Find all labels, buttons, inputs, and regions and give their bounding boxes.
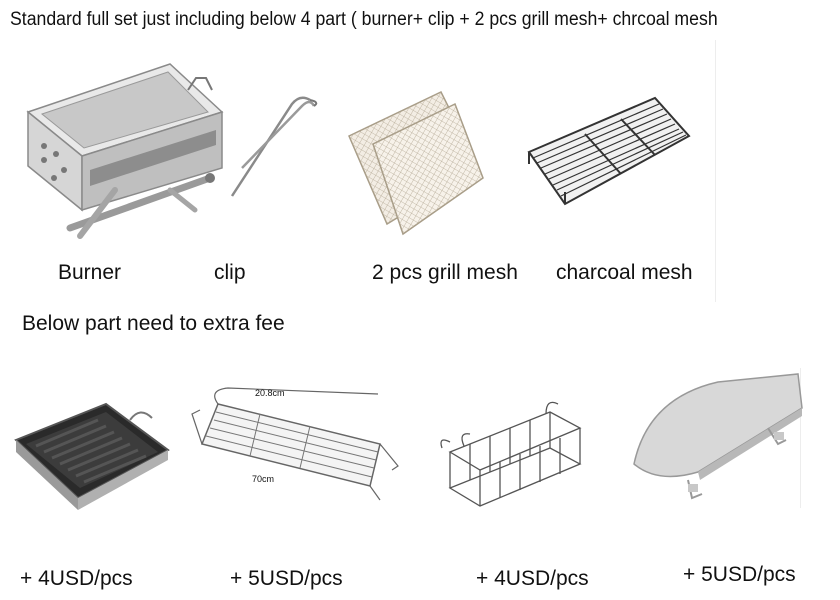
long-rack-price: + 5USD/pcs — [230, 567, 343, 590]
griddle-plate-image — [633, 373, 803, 500]
rack-length-label: 70cm — [252, 474, 275, 484]
burner-image — [26, 63, 224, 239]
burner-label: Burner — [58, 261, 122, 284]
long-rack-image — [191, 387, 399, 501]
page-title: Standard full set just including below 4… — [10, 9, 718, 30]
clip-label: clip — [214, 261, 246, 284]
baking-tray-image — [14, 402, 170, 510]
baking-tray-price: + 4USD/pcs — [20, 567, 133, 590]
divider — [800, 368, 801, 508]
wire-basket-price: + 4USD/pcs — [476, 567, 589, 590]
grill-mesh-label: 2 pcs grill mesh — [372, 261, 518, 284]
charcoal-mesh-image — [527, 96, 691, 206]
divider — [715, 40, 716, 302]
clip-image — [230, 96, 318, 197]
wire-basket-image — [440, 401, 582, 507]
grill-mesh-image — [348, 91, 484, 236]
charcoal-mesh-label: charcoal mesh — [556, 261, 693, 284]
rack-width-label: 20.8cm — [255, 388, 285, 398]
extra-section-title: Below part need to extra fee — [22, 312, 285, 335]
griddle-plate-price: + 5USD/pcs — [683, 563, 796, 586]
